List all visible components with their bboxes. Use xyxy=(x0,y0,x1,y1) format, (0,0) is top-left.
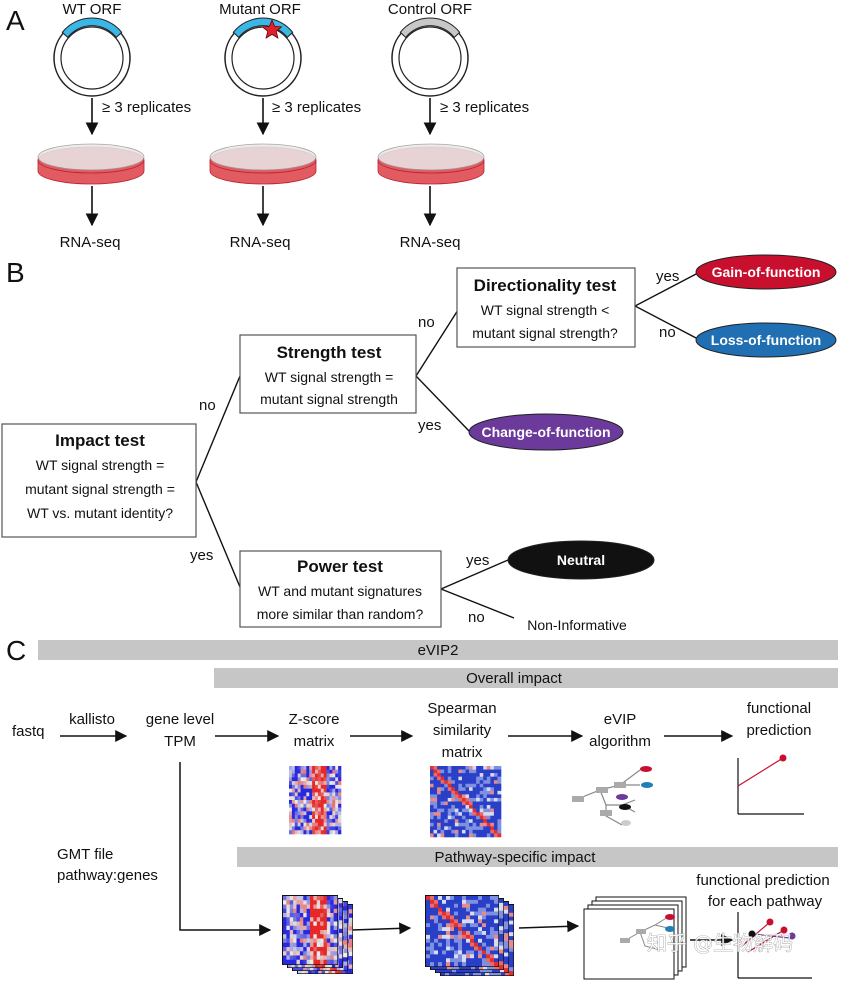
watermark-text: 知乎 @生物解码 xyxy=(647,931,793,955)
functional-line-1: functional xyxy=(747,700,811,717)
replicates-label-2: ≥ 3 replicates xyxy=(272,99,361,116)
gain-of-function-ellipse xyxy=(695,254,837,290)
zscore-line-2: matrix xyxy=(294,733,335,750)
evip-line-2: algorithm xyxy=(589,733,651,750)
mutation-star-icon xyxy=(261,18,283,39)
zscore-matrix-heatmap xyxy=(289,766,342,835)
evip-line-1: eVIP xyxy=(604,711,637,728)
directionality-test-box: Directionality test WT signal strength <… xyxy=(456,267,636,348)
power-test-line-1: WT and mutant signatures xyxy=(258,583,422,599)
spearman-matrix-heatmap xyxy=(430,766,502,838)
strength-test-title: Strength test xyxy=(277,343,382,362)
panel-c-label: C xyxy=(6,635,26,666)
gmt-line-1: GMT file xyxy=(57,846,113,863)
wt-orf-label: WT ORF xyxy=(63,1,122,18)
culture-dish-2 xyxy=(209,143,317,185)
edge-no-strength: no xyxy=(418,314,435,331)
culture-dish-3 xyxy=(377,143,485,185)
change-of-function-ellipse xyxy=(468,413,624,451)
control-plasmid xyxy=(391,17,469,97)
pathway-impact-label: Pathway-specific impact xyxy=(435,849,597,866)
directionality-line-2: mutant signal strength? xyxy=(472,325,618,341)
pathway-impact-bar xyxy=(237,847,838,867)
decision-tree-edges xyxy=(195,272,699,619)
control-orf-label: Control ORF xyxy=(388,1,472,18)
overall-impact-label: Overall impact xyxy=(466,670,563,687)
edge-yes-strength: yes xyxy=(418,417,441,434)
spearman-line-2: similarity xyxy=(433,722,492,739)
loss-of-function-ellipse xyxy=(695,322,837,358)
power-test-line-2: more similar than random? xyxy=(257,606,424,622)
zscore-matrix-stack xyxy=(282,895,353,974)
pipeline-arrows xyxy=(60,730,734,946)
edge-no-impact: no xyxy=(199,397,216,414)
edge-yes-impact: yes xyxy=(190,547,213,564)
strength-test-box: Strength test WT signal strength = mutan… xyxy=(239,334,417,414)
evip2-bar-label: eVIP2 xyxy=(418,642,459,659)
directionality-test-title: Directionality test xyxy=(474,276,617,295)
directionality-line-1: WT signal strength < xyxy=(481,302,610,318)
impact-test-box: Impact test WT signal strength = mutant … xyxy=(1,423,197,538)
gmt-line-2: pathway:genes xyxy=(57,867,158,884)
panel-a-label: A xyxy=(6,5,25,36)
fastq-label: fastq xyxy=(12,723,45,740)
spearman-line-3: matrix xyxy=(442,744,483,761)
culture-dish-1 xyxy=(37,143,145,185)
impact-test-line-3: WT vs. mutant identity? xyxy=(27,505,173,521)
edge-yes-direction: yes xyxy=(656,268,679,285)
neutral-ellipse xyxy=(507,540,655,580)
kallisto-label: kallisto xyxy=(69,711,115,728)
evip-tree-stack xyxy=(583,896,687,980)
spearman-line-1: Spearman xyxy=(427,700,496,717)
non-informative-label: Non-Informative xyxy=(527,617,627,633)
strength-test-line-2: mutant signal strength xyxy=(260,391,398,407)
mutant-orf-label: Mutant ORF xyxy=(219,1,301,18)
functional-each-line-2: for each pathway xyxy=(708,893,823,910)
replicates-label-1: ≥ 3 replicates xyxy=(102,99,191,116)
functional-line-2: prediction xyxy=(746,722,811,739)
spearman-matrix-stack xyxy=(425,895,514,976)
rnaseq-label-3: RNA-seq xyxy=(400,234,461,251)
evip2-bar xyxy=(38,640,838,660)
impact-test-line-1: WT signal strength = xyxy=(36,457,165,473)
impact-test-title: Impact test xyxy=(55,431,145,450)
rnaseq-label-2: RNA-seq xyxy=(230,234,291,251)
panel-b-label: B xyxy=(6,257,25,288)
wt-plasmid xyxy=(53,17,131,97)
impact-test-line-2: mutant signal strength = xyxy=(25,481,175,497)
overall-impact-bar xyxy=(214,668,838,688)
zscore-line-1: Z-score xyxy=(289,711,340,728)
power-test-box: Power test WT and mutant signatures more… xyxy=(239,550,442,628)
functional-each-line-1: functional prediction xyxy=(696,872,829,889)
edge-no-direction: no xyxy=(659,324,676,341)
functional-prediction-plot xyxy=(737,754,804,815)
rnaseq-label-1: RNA-seq xyxy=(60,234,121,251)
strength-test-line-1: WT signal strength = xyxy=(265,369,394,385)
edge-no-power: no xyxy=(468,609,485,626)
functional-prediction-per-pathway-plot xyxy=(737,912,812,979)
edge-yes-power: yes xyxy=(466,552,489,569)
power-test-title: Power test xyxy=(297,557,383,576)
neutral-label: Neutral xyxy=(557,552,605,568)
evip-tree-icon xyxy=(572,766,653,826)
loss-of-function-label: Loss-of-function xyxy=(711,332,821,348)
gene-level-line-1: gene level xyxy=(146,711,214,728)
gene-level-line-2: TPM xyxy=(164,733,196,750)
change-of-function-label: Change-of-function xyxy=(481,424,610,440)
replicates-label-3: ≥ 3 replicates xyxy=(440,99,529,116)
mutant-plasmid xyxy=(224,17,302,97)
gain-of-function-label: Gain-of-function xyxy=(712,264,821,280)
